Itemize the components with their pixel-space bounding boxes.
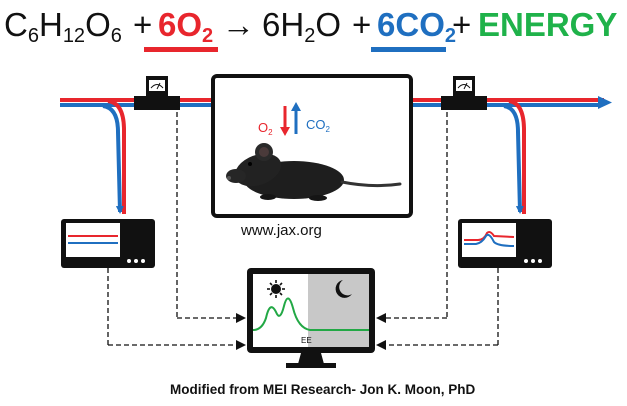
reaction-equation: C6H12O6 + 6O2 → 6H2O + 6CO2 + ENERGY (4, 6, 617, 52)
plus-sign: + (133, 6, 152, 43)
o2-down-arrow (280, 127, 290, 136)
ee-label: EE (301, 336, 312, 345)
co2-up-arrow (291, 102, 301, 111)
air-flow-lines (60, 96, 612, 214)
gas-analyzer-left (61, 219, 155, 268)
svg-text:C6H12O6: C6H12O6 (4, 6, 122, 47)
oxygen-underline (144, 47, 218, 52)
metabolic-chamber: O2 CO2 (211, 74, 413, 218)
source-url: www.jax.org (240, 222, 322, 239)
oxygen-formula: 6O2 (158, 6, 213, 47)
credit-caption: Modified from MEI Research- Jon K. Moon,… (170, 382, 476, 397)
water-formula: 6H2O (262, 6, 341, 47)
flow-meter-right (441, 76, 487, 110)
energy-label: ENERGY (478, 6, 617, 43)
co2-label: CO2 (306, 117, 331, 134)
mouse-image (226, 143, 402, 201)
reaction-arrow: → (222, 6, 255, 43)
gauge-icon (149, 80, 165, 91)
plus-sign: + (352, 6, 371, 43)
computer-monitor: EE (247, 268, 375, 368)
gauge-icon (456, 80, 472, 91)
monitor-base (286, 363, 336, 368)
data-signal-lines (107, 112, 499, 350)
day-panel (253, 274, 308, 347)
ee-trace (252, 297, 369, 331)
flow-arrowhead (598, 96, 612, 109)
co2-formula: 6CO2 (377, 6, 456, 47)
moon-icon (335, 280, 352, 298)
glucose-formula: C6H12O6 (4, 6, 122, 47)
co2-underline (371, 47, 446, 52)
plus-sign: + (452, 6, 471, 43)
sun-icon (267, 280, 285, 298)
o2-label: O2 (258, 120, 273, 137)
analyzer-screen (66, 223, 120, 257)
monitor-stand (298, 353, 324, 364)
flow-meter-left (134, 76, 180, 110)
gas-analyzer-right (458, 219, 552, 268)
